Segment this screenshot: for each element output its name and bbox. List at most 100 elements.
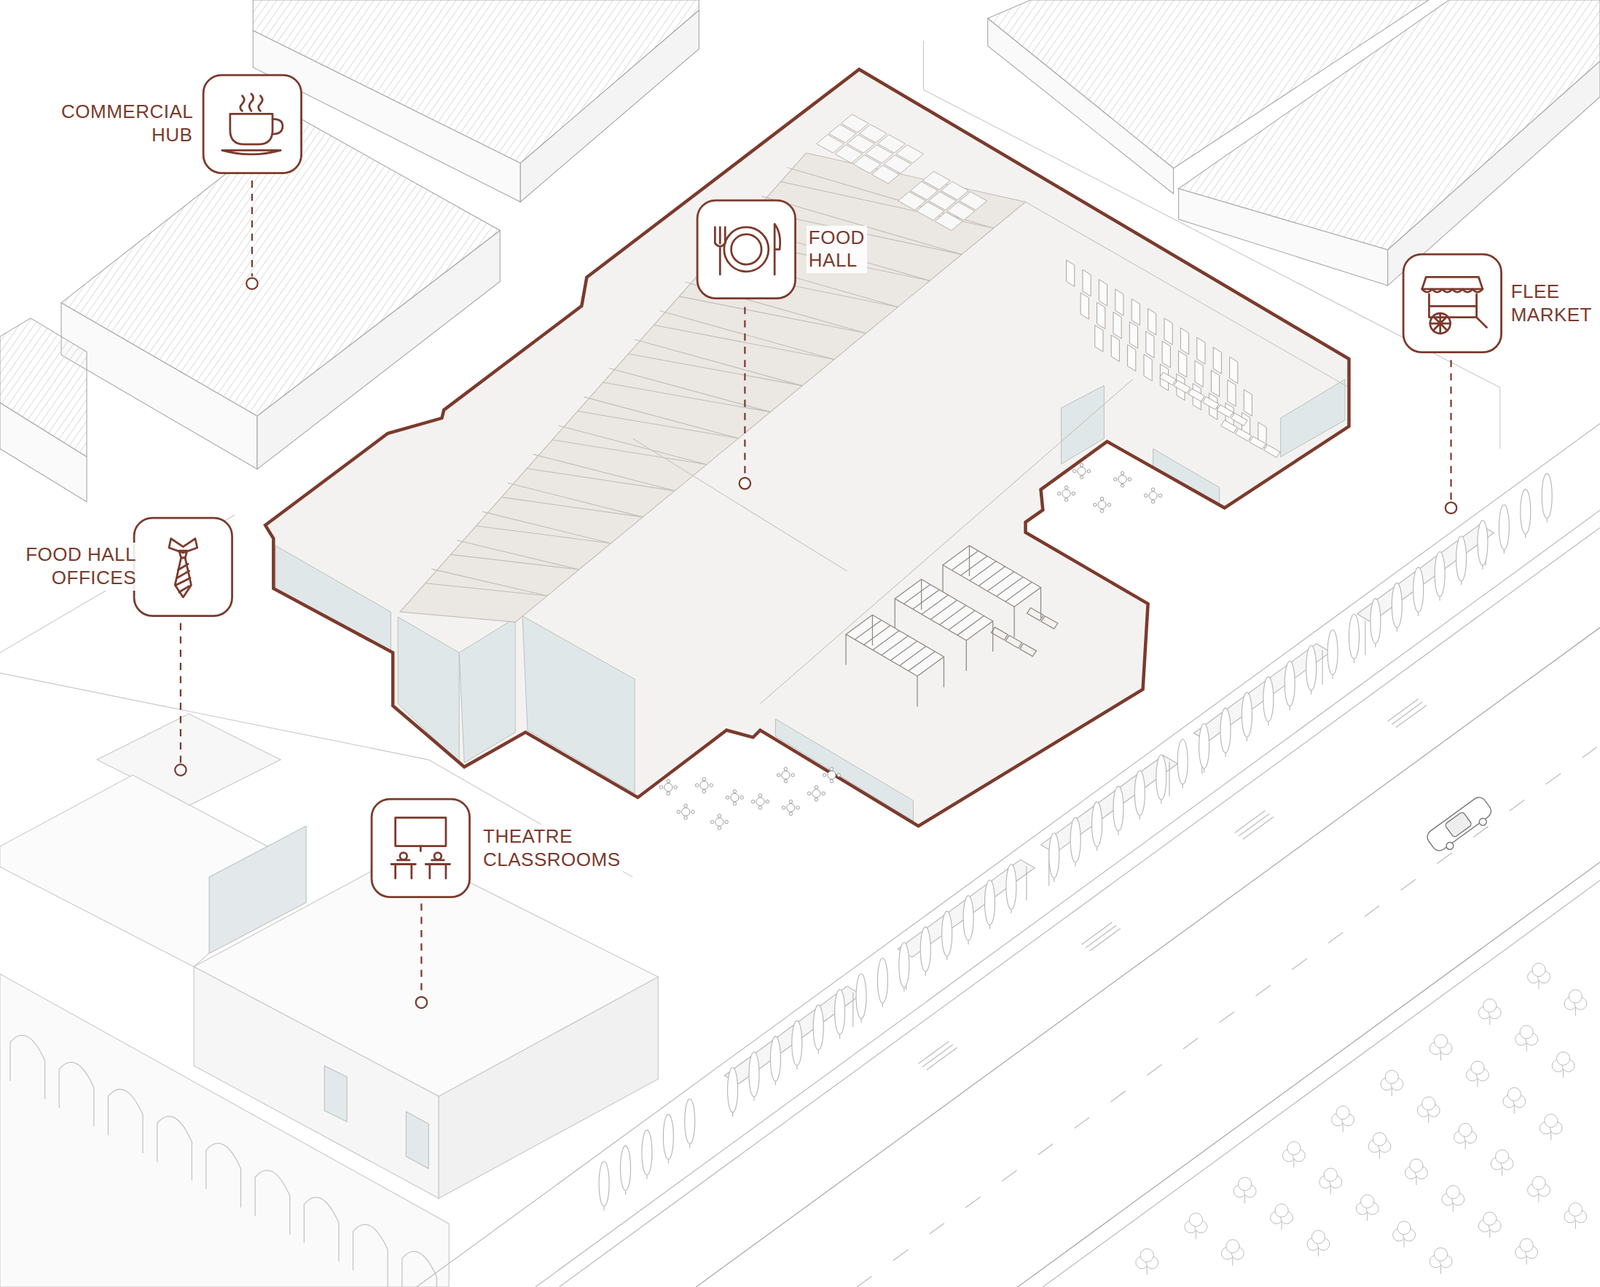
illustration-line <box>1330 1185 1332 1195</box>
illustration-polygon <box>1164 318 1173 345</box>
illustration-polygon <box>1202 397 1219 411</box>
illustration-line <box>251 180 253 277</box>
illustration-line <box>628 354 803 387</box>
illustration-line <box>1025 201 1350 388</box>
illustration-circle <box>1226 1240 1240 1254</box>
illustration-circle <box>666 791 670 795</box>
illustration-line <box>1439 596 1441 602</box>
illustration-circle <box>1107 503 1111 507</box>
illustration-polygon <box>1178 351 1187 378</box>
illustration-line <box>856 745 1600 1287</box>
illustration-line <box>845 634 846 666</box>
illustration-circle <box>681 808 690 817</box>
illustration-circle <box>1127 477 1131 481</box>
illustration-line <box>916 676 918 707</box>
illustration-line <box>632 438 847 572</box>
illustration-ellipse <box>748 1052 760 1098</box>
illustration-circle <box>814 797 818 801</box>
illustration-polygon <box>1231 413 1249 427</box>
illustration-polygon <box>1194 644 1332 742</box>
illustration-line <box>1428 1114 1429 1124</box>
illustration-line <box>1526 1256 1528 1266</box>
illustration-ellipse <box>856 974 867 1020</box>
illustration-polygon <box>1234 428 1252 442</box>
illustration-polygon <box>1197 337 1206 364</box>
illustration-line <box>1364 620 1366 656</box>
illustration-circle <box>1151 488 1155 492</box>
illustration-line <box>668 1159 669 1165</box>
illustration-line <box>1391 1087 1393 1098</box>
illustration-line <box>839 1034 841 1039</box>
illustration-polygon <box>775 719 913 822</box>
illustration-circle <box>1158 493 1162 497</box>
illustration-path <box>174 557 191 597</box>
illustration-line <box>1387 699 1419 723</box>
orchard <box>1135 963 1587 1276</box>
callout-icon-box: FLEE MARKET <box>1401 252 1504 355</box>
illustration-circle <box>1519 1025 1533 1039</box>
illustration-circle <box>1189 1213 1203 1227</box>
illustration-line <box>899 646 927 666</box>
illustration-ellipse <box>984 880 995 926</box>
illustration-circle <box>1323 1168 1337 1182</box>
illustration-rect <box>697 200 795 298</box>
illustration-circle <box>789 812 792 816</box>
illustration-ellipse <box>877 958 888 1005</box>
illustration-polygon <box>1111 335 1120 362</box>
illustration-polygon <box>1180 327 1189 355</box>
illustration-line <box>1244 1194 1246 1205</box>
illustration-ellipse <box>1327 630 1338 676</box>
illustration-circle <box>751 800 755 803</box>
illustration-polygon <box>934 212 963 231</box>
illustration-circle <box>1287 1141 1301 1155</box>
illustration-line <box>1234 810 1266 834</box>
illustration-line <box>1514 1104 1515 1115</box>
illustration-line <box>872 630 900 651</box>
illustration-line <box>1017 862 1600 1287</box>
illustration-line <box>583 397 739 439</box>
illustration-line <box>1460 581 1462 586</box>
illustration-line <box>948 610 975 631</box>
illustration-circle <box>1120 483 1124 487</box>
illustration-polygon <box>1095 325 1104 352</box>
glass-roof <box>400 153 1026 623</box>
icon-symbol <box>1401 252 1504 355</box>
illustration-circle <box>691 810 695 814</box>
illustration-line <box>1481 565 1483 570</box>
illustration-line <box>1238 813 1270 837</box>
illustration-circle <box>664 783 673 792</box>
illustration-polygon <box>871 165 900 184</box>
illustration-circle <box>1311 1230 1325 1244</box>
illustration-path <box>774 224 781 275</box>
illustration-line <box>1096 846 1098 852</box>
illustration-line <box>987 571 1014 592</box>
illustration-line <box>996 577 1023 597</box>
illustration-line <box>1195 1230 1197 1241</box>
illustration-ellipse <box>1391 582 1402 629</box>
illustration-circle <box>659 786 663 790</box>
illustration-polygon <box>1097 302 1106 329</box>
illustration-circle <box>732 789 736 793</box>
illustration-circle <box>791 773 795 777</box>
illustration-polygon <box>1387 61 1600 286</box>
illustration-line <box>482 511 612 544</box>
callout-label: THEATRE CLASSROOMS <box>480 824 623 873</box>
illustration-ellipse <box>727 1068 739 1114</box>
illustration-path <box>59 1062 94 1127</box>
illustration-circle <box>1483 998 1497 1013</box>
illustration-circle <box>1064 498 1068 502</box>
illustration-line <box>992 621 994 653</box>
illustration-line <box>533 454 675 492</box>
illustration-ellipse <box>1306 645 1317 691</box>
illustration-polygon <box>1213 347 1222 374</box>
illustration-circle <box>739 477 751 489</box>
illustration-polygon <box>1216 405 1234 419</box>
callout-icon-box: FOOD HALL OFFICES <box>132 516 234 618</box>
illustration-circle <box>783 779 787 783</box>
callout-icon-box: COMMERCIAL HUB <box>201 73 304 175</box>
illustration-circle <box>416 997 427 1009</box>
illustration-circle <box>1471 1061 1485 1075</box>
illustration-path <box>107 1089 143 1155</box>
illustration-line <box>1391 702 1423 725</box>
illustration-line <box>1232 1256 1233 1267</box>
